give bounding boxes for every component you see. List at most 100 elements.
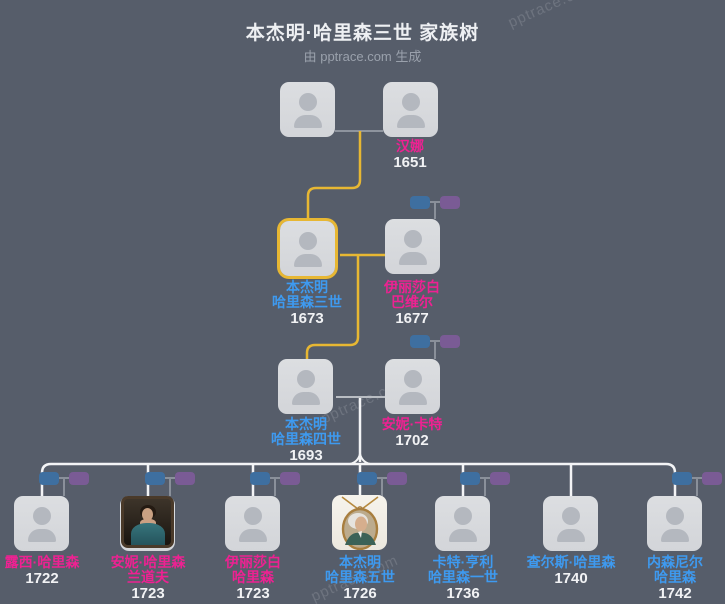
person-label-elizabeth-harrison: 伊丽莎白 哈里森 1723 [188,554,318,602]
person-icon [665,507,684,525]
badge-link-line [169,478,171,496]
person-card-gen1-father[interactable] [280,82,335,137]
person-year: 1651 [393,154,427,171]
person-icon [293,115,322,128]
person-card-anne-harrison-randolph[interactable] [120,496,175,551]
male-badge[interactable] [357,472,377,485]
person-icon [243,507,262,525]
male-badge[interactable] [145,472,165,485]
page-subtitle: 由 pptrace.com 生成 [303,49,422,64]
collapsed-ancestors-badge[interactable] [410,335,460,359]
person-icon [556,529,585,542]
badge-link-line [63,478,65,496]
person-name: 露西·哈里森 [4,554,80,570]
person-card-hanna[interactable] [383,82,438,137]
person-card-charles-harrison[interactable] [543,496,598,551]
female-badge[interactable] [175,472,195,485]
person-icon [403,370,422,388]
person-icon [296,370,315,388]
person-year: 1723 [131,585,165,602]
person-year: 1677 [395,310,429,327]
collapsed-family-badge[interactable] [145,472,195,496]
collapsed-family-badge[interactable] [250,472,300,496]
person-year: 1673 [290,310,324,327]
person-card-nathaniel-harrison[interactable] [647,496,702,551]
collapsed-family-badge[interactable] [672,472,722,496]
person-label-charles-harrison: 查尔斯·哈里森 1740 [506,554,636,587]
person-name: 安妮·哈里森 兰道夫 [110,554,186,585]
person-label-elizabeth-burwell: 伊丽莎白 巴维尔 1677 [347,279,477,327]
female-ancestor-badge[interactable] [440,335,460,348]
person-icon [32,507,51,525]
person-year: 1742 [658,585,692,602]
person-year: 1702 [395,432,429,449]
female-badge[interactable] [69,472,89,485]
person-card-lucy-harrison[interactable] [14,496,69,551]
male-badge[interactable] [250,472,270,485]
person-name: 内森尼尔 哈里森 [647,554,703,585]
person-label-lucy-harrison: 露西·哈里森 1722 [0,554,107,587]
badge-link-line [434,341,436,359]
collapsed-family-badge[interactable] [460,472,510,496]
person-year: 1736 [446,585,480,602]
person-label-carter-henry-harrison: 卡特·亨利 哈里森一世 1736 [398,554,528,602]
person-card-anne-carter[interactable] [385,359,440,414]
person-name: 本杰明 哈里森五世 [325,554,395,585]
female-ancestor-badge[interactable] [440,196,460,209]
person-card-benjamin-iii[interactable] [280,221,335,276]
badge-link-line [696,478,698,496]
person-icon [396,115,425,128]
female-badge[interactable] [702,472,722,485]
person-icon [293,254,322,267]
person-year: 1726 [343,585,377,602]
person-icon [298,93,317,111]
male-ancestor-badge[interactable] [410,335,430,348]
person-icon [398,392,427,405]
female-badge[interactable] [387,472,407,485]
female-badge[interactable] [490,472,510,485]
person-icon [660,529,689,542]
person-icon [238,529,267,542]
portrait-anne-harrison-randolph [121,496,174,548]
person-icon [448,529,477,542]
person-icon [27,529,56,542]
person-card-benjamin-iv[interactable] [278,359,333,414]
person-name: 伊丽莎白 巴维尔 [384,279,440,310]
person-icon [453,507,472,525]
portrait-benjamin-v [341,496,379,551]
person-card-elizabeth-burwell[interactable] [385,219,440,274]
person-card-elizabeth-harrison[interactable] [225,496,280,551]
person-label-benjamin-v: 本杰明 哈里森五世 1726 [295,554,425,602]
person-card-carter-henry-harrison[interactable] [435,496,490,551]
person-year: 1740 [554,570,588,587]
collapsed-family-badge[interactable] [357,472,407,496]
person-icon [398,252,427,265]
collapsed-ancestors-badge[interactable] [410,196,460,220]
person-label-benjamin-iv: 本杰明 哈里森四世 1693 [241,417,371,464]
collapsed-family-badge[interactable] [39,472,89,496]
person-icon [401,93,420,111]
person-name: 本杰明 哈里森三世 [272,279,342,310]
person-label-anne-harrison-randolph: 安妮·哈里森 兰道夫 1723 [83,554,213,602]
person-year: 1723 [236,585,270,602]
person-label-benjamin-iii: 本杰明 哈里森三世 1673 [242,279,372,327]
person-label-nathaniel-harrison: 内森尼尔 哈里森 1742 [610,554,725,602]
person-name: 查尔斯·哈里森 [526,554,616,570]
male-ancestor-badge[interactable] [410,196,430,209]
male-badge[interactable] [460,472,480,485]
person-name: 卡特·亨利 哈里森一世 [428,554,498,585]
person-name: 汉娜 [396,138,424,154]
person-year: 1722 [25,570,59,587]
badge-link-line [381,478,383,496]
portrait-figure [142,508,153,521]
female-badge[interactable] [280,472,300,485]
male-badge[interactable] [672,472,692,485]
person-card-benjamin-v[interactable] [332,495,387,551]
person-name: 伊丽莎白 哈里森 [225,554,281,585]
person-label-anne-carter: 安妮·卡特 1702 [347,417,477,449]
badge-link-line [434,202,436,219]
male-badge[interactable] [39,472,59,485]
person-icon [561,507,580,525]
person-icon [298,232,317,250]
